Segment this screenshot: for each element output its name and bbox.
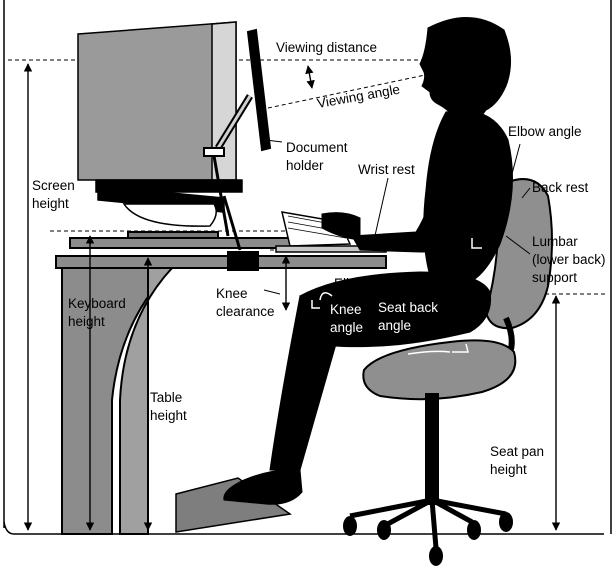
- label-back-rest: Back rest: [532, 180, 589, 195]
- label-screen-height-2: height: [32, 196, 69, 211]
- label-keyboard-height-2: height: [68, 314, 105, 329]
- chair-base-star: [350, 500, 506, 548]
- person-head: [420, 17, 511, 118]
- under-desk-box: [228, 252, 258, 270]
- chair-column: [426, 394, 438, 504]
- desk-top: [56, 256, 386, 268]
- label-elbow-angle: Elbow angle: [508, 124, 582, 139]
- monitor: [78, 22, 242, 226]
- label-wrist-rest: Wrist rest: [358, 162, 415, 177]
- label-knee-clearance-1: Knee: [216, 286, 248, 301]
- label-seat-pan-height-2: height: [490, 462, 527, 477]
- label-seat-back-angle-2: angle: [378, 318, 411, 333]
- label-seat-back-angle-1: Seat back: [378, 300, 438, 315]
- label-elbow-rest: Elbow rest: [334, 276, 397, 291]
- label-screen-height-1: Screen: [32, 178, 75, 193]
- person-shoe: [224, 470, 302, 505]
- label-keyboard-height-1: Keyboard: [68, 296, 126, 311]
- label-viewing-distance: Viewing distance: [276, 40, 377, 55]
- label-table-height-1: Table: [150, 390, 182, 405]
- label-knee-clearance-2: clearance: [216, 304, 275, 319]
- label-knee-angle-2: angle: [330, 320, 363, 335]
- label-lumbar-2: (lower back): [532, 252, 606, 267]
- document-board: [248, 30, 270, 150]
- monitor-swivel: [124, 204, 216, 226]
- chair-seat: [363, 340, 515, 399]
- viewing-angle-arrow: [308, 66, 312, 88]
- label-document-holder-2: holder: [286, 158, 324, 173]
- label-knee-angle-1: Knee: [330, 302, 362, 317]
- label-lumbar-3: support: [532, 270, 577, 285]
- chair-casters: [344, 513, 512, 565]
- label-seat-pan-height-1: Seat pan: [490, 444, 544, 459]
- label-table-height-2: height: [150, 408, 187, 423]
- label-lumbar-1: Lumbar: [532, 234, 578, 249]
- keyboard-tray: [70, 238, 290, 248]
- label-viewing-angle: Viewing angle: [316, 82, 401, 111]
- monitor-base: [128, 232, 218, 238]
- holder-clamp: [204, 148, 224, 156]
- label-document-holder-1: Document: [286, 140, 348, 155]
- person-arm: [352, 168, 462, 252]
